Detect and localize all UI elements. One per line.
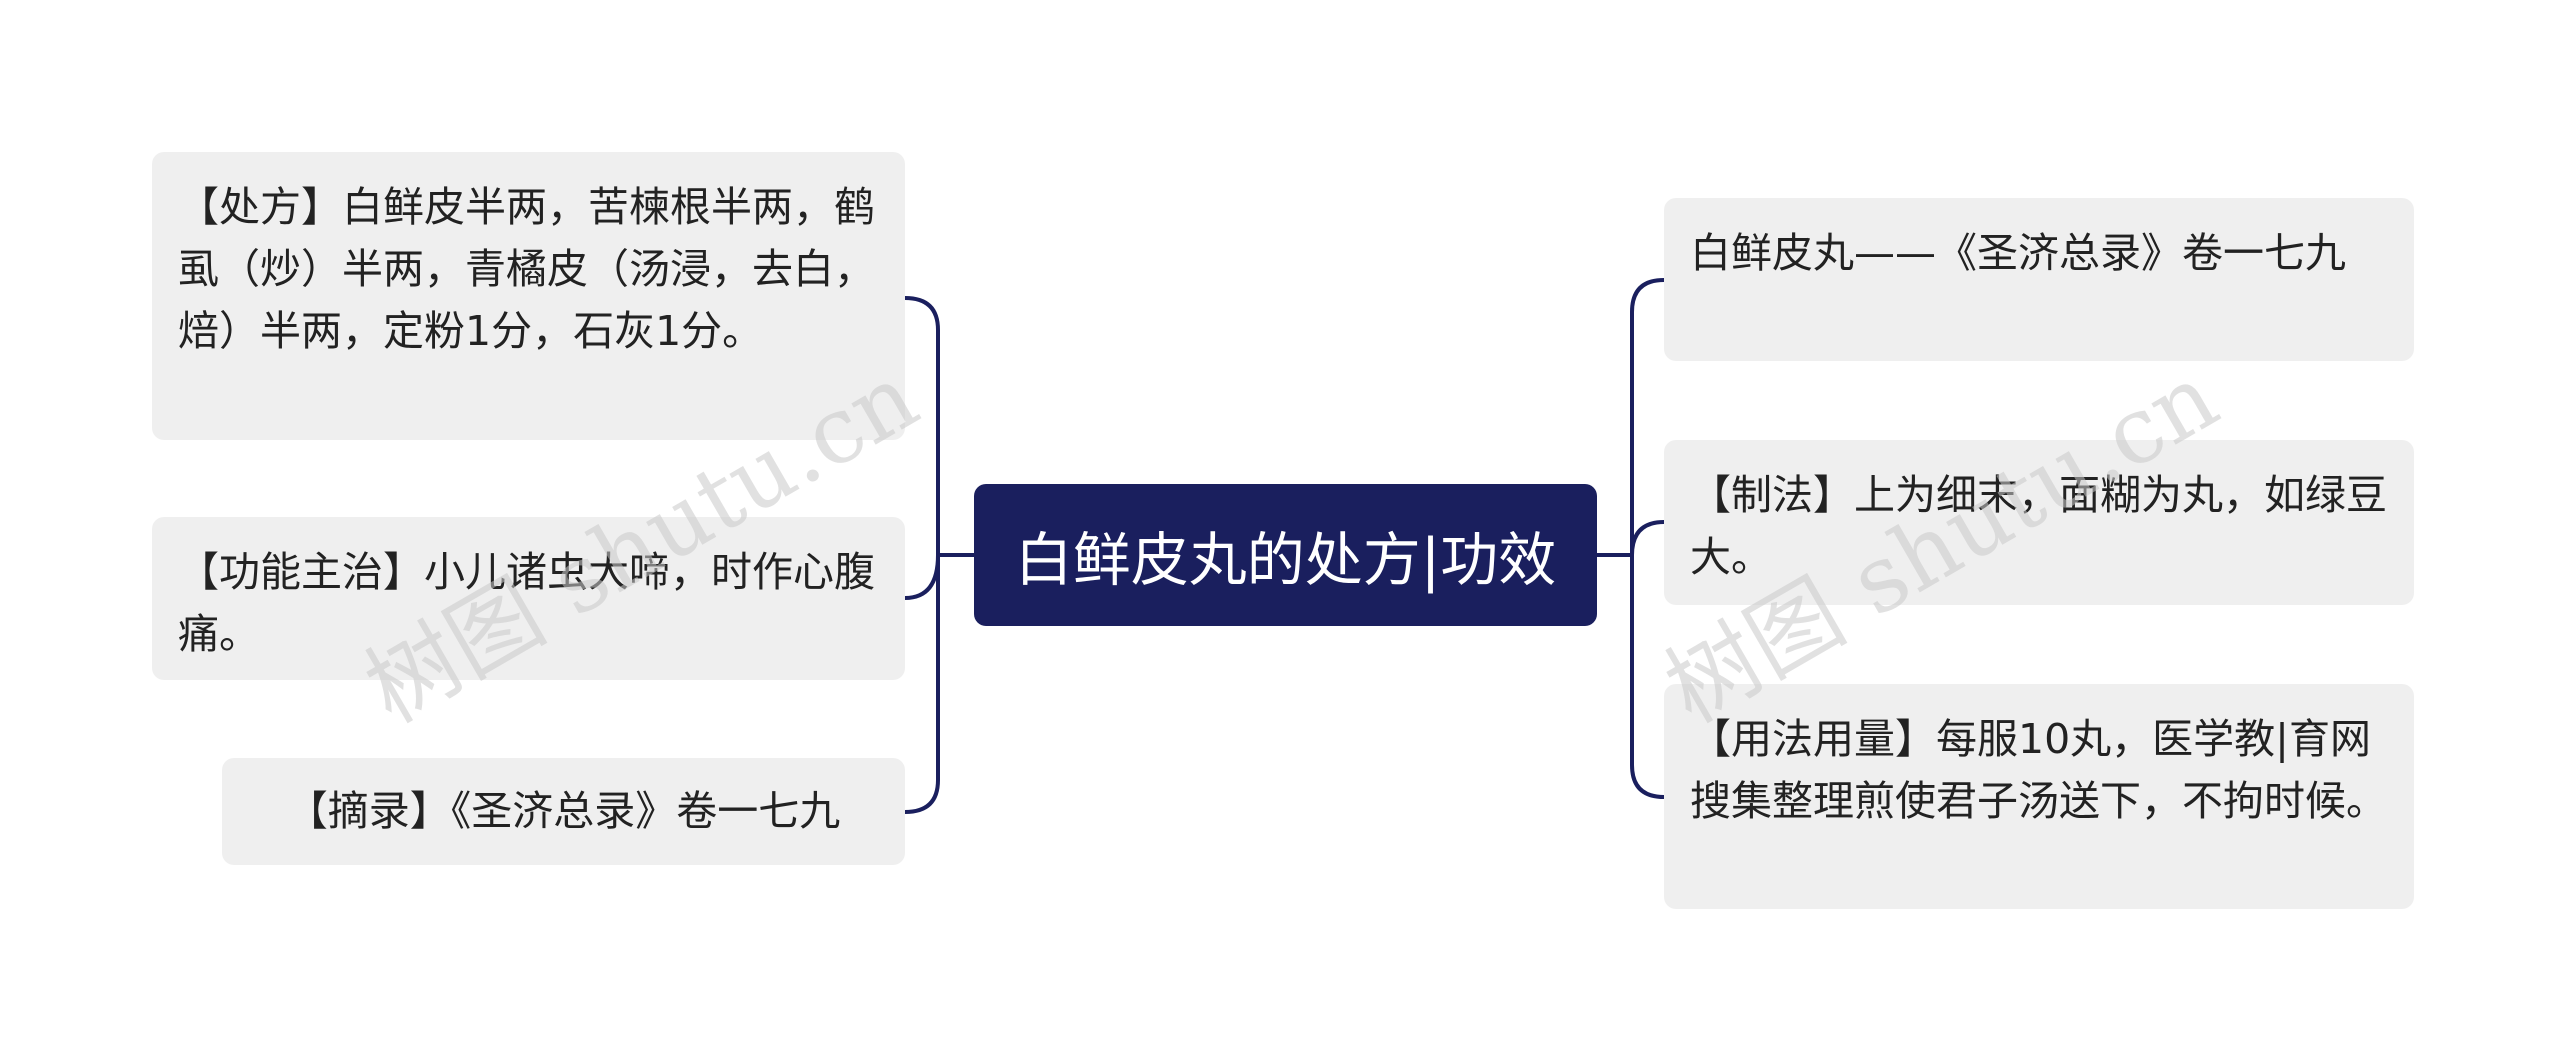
connector-right-mid bbox=[1630, 520, 1666, 557]
root-topic[interactable]: 白鲜皮丸的处方|功效 bbox=[974, 484, 1597, 626]
left-node-prescription-text: 【处方】白鲜皮半两，苦楝根半两，鹤虱（炒）半两，青橘皮（汤浸，去白，焙）半两，定… bbox=[178, 183, 875, 355]
left-node-source-text: 【摘录】《圣济总录》卷一七九 bbox=[286, 787, 841, 835]
connector-left-mid bbox=[903, 553, 940, 600]
right-node-usage[interactable]: 【用法用量】每服10丸，医学教|育网搜集整理煎使君子汤送下，不拘时候。 bbox=[1664, 684, 2414, 909]
left-node-prescription[interactable]: 【处方】白鲜皮半两，苦楝根半两，鹤虱（炒）半两，青橘皮（汤浸，去白，焙）半两，定… bbox=[152, 152, 905, 440]
left-node-indications-text: 【功能主治】小儿诸虫大啼，时作心腹痛。 bbox=[178, 548, 875, 658]
right-node-preparation-text: 【制法】上为细末，面糊为丸，如绿豆大。 bbox=[1690, 471, 2387, 581]
left-node-indications[interactable]: 【功能主治】小儿诸虫大啼，时作心腹痛。 bbox=[152, 517, 905, 680]
right-node-title[interactable]: 白鲜皮丸——《圣济总录》卷一七九 bbox=[1664, 198, 2414, 361]
right-node-usage-text: 【用法用量】每服10丸，医学教|育网搜集整理煎使君子汤送下，不拘时候。 bbox=[1690, 715, 2387, 825]
right-node-title-text: 白鲜皮丸——《圣济总录》卷一七九 bbox=[1690, 229, 2346, 277]
left-node-source[interactable]: 【摘录】《圣济总录》卷一七九 bbox=[222, 758, 905, 865]
connector-left-trunk bbox=[903, 296, 940, 814]
right-node-preparation[interactable]: 【制法】上为细末，面糊为丸，如绿豆大。 bbox=[1664, 440, 2414, 605]
root-topic-title: 白鲜皮丸的处方|功效 bbox=[1014, 526, 1557, 594]
connector-right-trunk bbox=[1630, 278, 1666, 799]
